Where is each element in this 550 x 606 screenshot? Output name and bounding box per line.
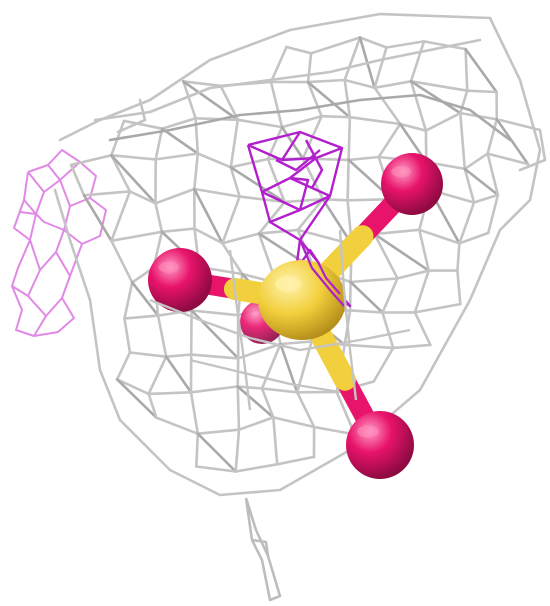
mesh-tail-fragment (244, 497, 282, 602)
oxygen-atom-right (381, 153, 443, 215)
tetrahedral-molecule (148, 153, 443, 479)
oxygen-atom-bottom-highlight (357, 425, 379, 438)
gray-mesh-front-strands (149, 229, 411, 411)
oxygen-atom-left-highlight (158, 261, 180, 273)
magenta-mesh-front-strands (298, 239, 345, 307)
gray-density-mesh (53, 12, 547, 497)
oxygen-atom-right-highlight (391, 166, 412, 178)
central-atom-highlight (275, 276, 301, 292)
central-atom (258, 260, 346, 340)
oxygen-atom-bottom (346, 411, 414, 479)
